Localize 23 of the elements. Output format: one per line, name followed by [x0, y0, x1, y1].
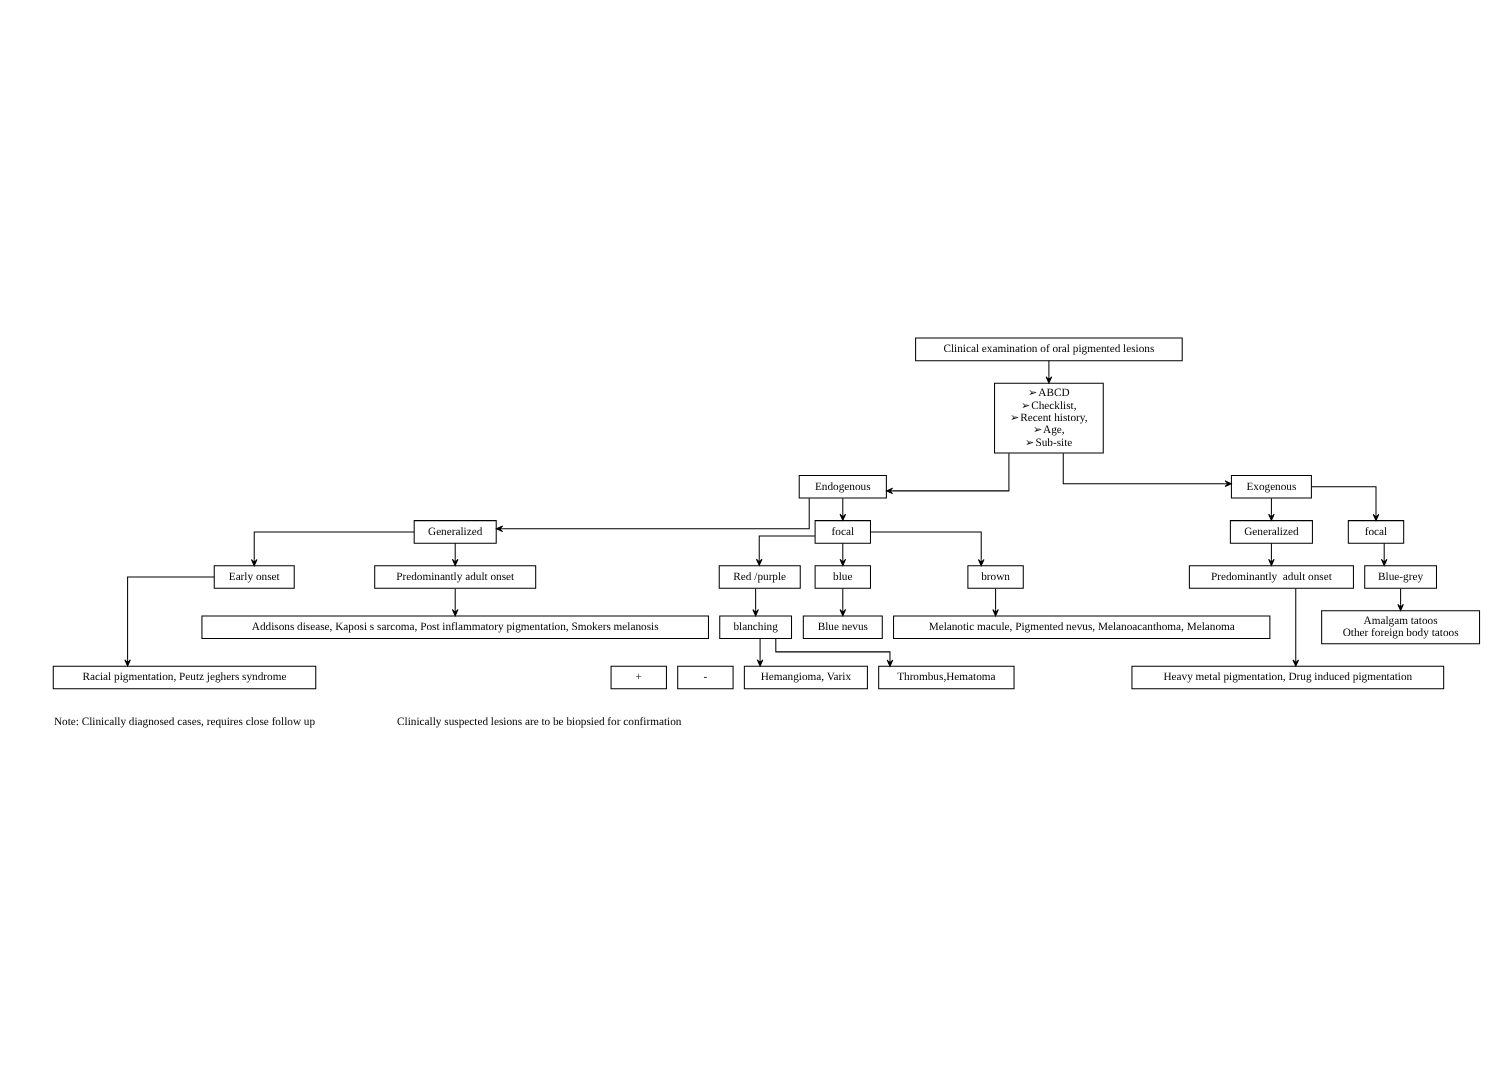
arrow: [451, 541, 459, 565]
arrow: [1268, 496, 1275, 520]
arrow: [839, 587, 847, 616]
arrow: [1311, 485, 1380, 521]
arrow: [870, 530, 985, 566]
arrow: [1268, 541, 1275, 565]
arrow: [839, 541, 847, 565]
arrow: [755, 534, 816, 565]
arrow: [1062, 451, 1232, 486]
arrow: [756, 637, 764, 666]
arrow: [451, 587, 459, 616]
arrow: [1292, 587, 1300, 666]
arrow: [1397, 587, 1404, 611]
arrow: [496, 496, 810, 532]
arrow: [992, 587, 999, 616]
arrow: [1045, 359, 1053, 383]
arrow: [1380, 541, 1388, 565]
arrow: [839, 496, 847, 520]
arrow: [752, 587, 759, 616]
arrow: [250, 530, 415, 566]
arrow: [124, 575, 215, 666]
arrow: [775, 637, 894, 666]
arrow: [885, 451, 1010, 494]
